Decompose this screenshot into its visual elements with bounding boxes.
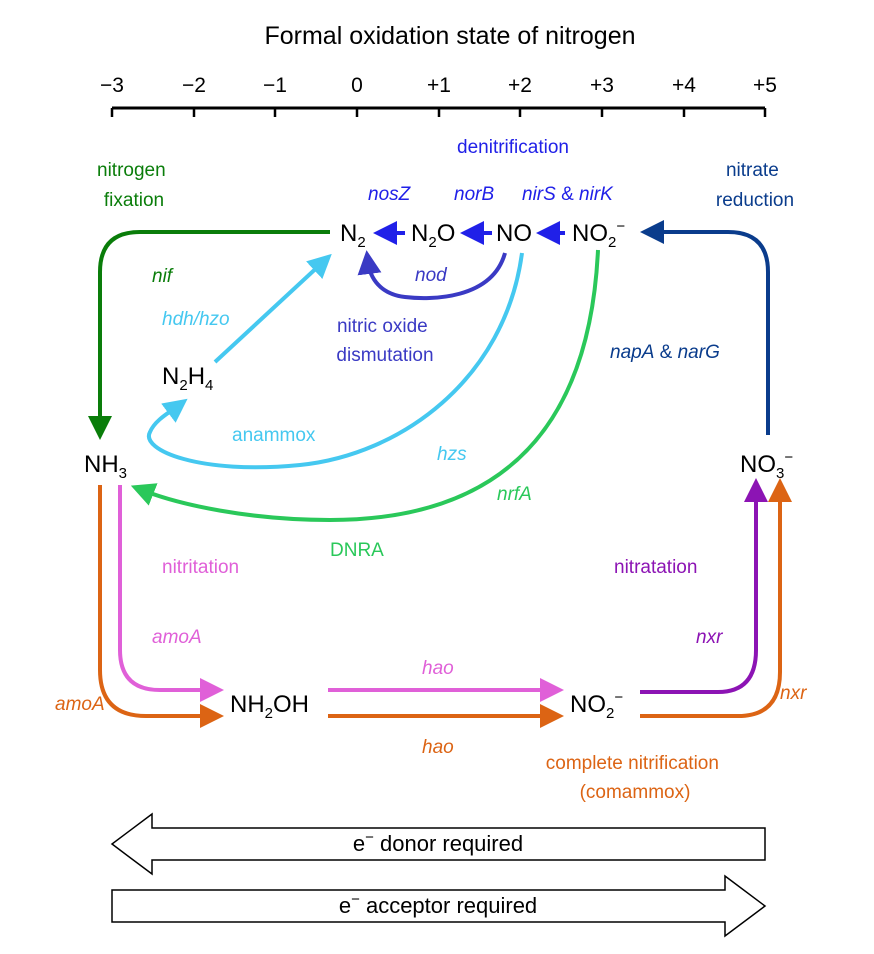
donor-required-arrow: e− donor required [110,812,766,876]
axis-title: Formal oxidation state of nitrogen [264,22,635,50]
species-no2-top: NO2− [572,218,625,251]
label-nxr-orange: nxr [780,683,807,704]
nitrogen-fixation-arrow [88,230,330,440]
donor-arrow-shape [110,812,766,876]
tick-label: +1 [427,74,451,97]
axis-tick-marks [110,108,767,117]
nxr-comammox-arrow [640,478,792,718]
tick-label: +3 [590,74,614,97]
label-denitrification: denitrification [457,137,569,158]
species-nh3: NH3 [84,451,127,482]
tick-label: −1 [263,74,287,97]
label-nxr-purple: nxr [696,627,723,648]
label-amoa-pink: amoA [152,627,202,648]
species-no3: NO3− [740,449,793,482]
label-nitritation: nitritation [162,557,239,578]
tick-label: +2 [508,74,532,97]
tick-label: 0 [351,74,363,97]
species-n2o: N2O [411,220,455,251]
label-nod: nod [415,265,448,286]
species-nh2oh: NH2OH [230,691,309,722]
acceptor-arrow-shape [111,874,767,938]
amoa-comammox-arrow [98,485,224,728]
label-hdh-hzo: hdh/hzo [162,309,230,330]
species-n2: N2 [340,220,366,251]
anammox-hzs-arrow [146,252,524,470]
label-amoa-orange: amoA [55,694,105,715]
label-nitrate-reduction: nitrate reduction [716,160,794,211]
label-nirs-nirk: nirS & nirK [522,184,614,205]
label-nitric-oxide-dismutation: nitric oxide dismutation [336,316,433,366]
label-nosz: nosZ [368,184,412,205]
hdh-hzo-arrow [213,253,332,364]
species-no2-bottom: NO2− [570,689,623,722]
label-nif: nif [152,266,174,287]
acceptor-arrow-label: e− acceptor required [339,891,537,918]
tick-label: +5 [753,74,777,97]
label-norb: norB [454,184,494,205]
label-hzs: hzs [437,444,467,465]
acceptor-required-arrow: e− acceptor required [111,874,767,938]
donor-arrow-label: e− donor required [353,829,523,856]
amoa-nitritation-arrow [118,485,224,702]
label-nitrogen-fixation: nitrogen fixation [97,160,171,211]
label-comammox: complete nitrification (comammox) [546,753,724,803]
label-nitratation: nitratation [614,557,697,578]
species-no: NO [496,220,532,247]
axis-tick-labels: −3 −2 −1 0 +1 +2 +3 +4 +5 [100,74,777,97]
label-nrfa: nrfA [497,484,532,505]
nod-arrow [357,250,507,301]
label-hao-pink: hao [422,658,454,679]
tick-label: −3 [100,74,124,97]
tick-label: −2 [182,74,206,97]
label-dnra: DNRA [330,540,384,561]
species-n2h4: N2H4 [162,363,213,394]
label-hao-orange: hao [422,737,454,758]
label-napa-narg: napA & narG [610,342,720,363]
nxr-nitratation-arrow [640,478,768,694]
dnra-arrow [130,249,600,523]
tick-label: +4 [672,74,696,97]
nitrate-reduction-arrow [640,220,770,435]
label-anammox: anammox [232,425,316,446]
